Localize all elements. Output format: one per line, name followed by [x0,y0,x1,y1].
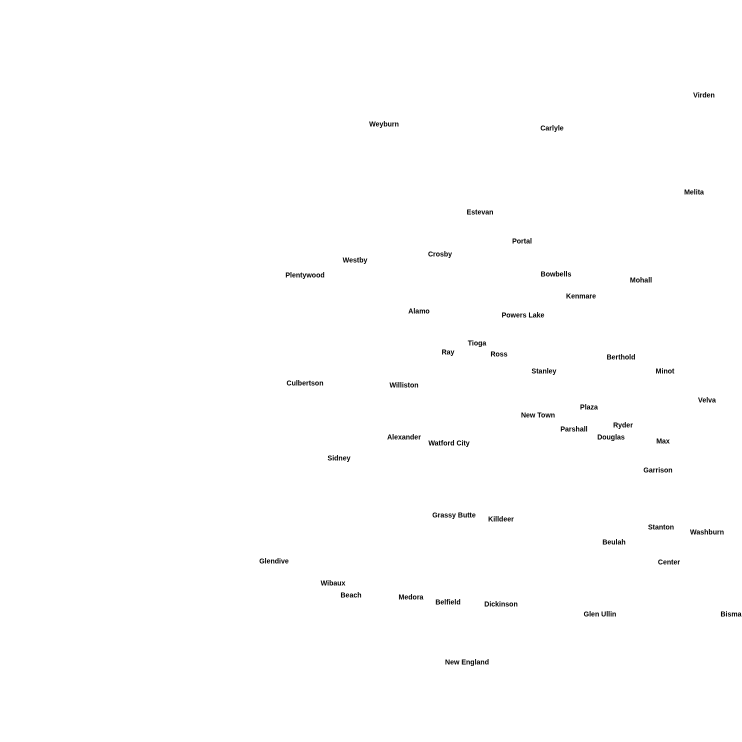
place-label-center: Center [657,559,681,567]
place-label-culbertson: Culbertson [286,380,324,388]
place-label-new-england: New England [445,659,489,667]
place-label-killdeer: Killdeer [488,516,514,524]
place-label-williston: Williston [389,382,419,390]
place-label-beulah: Beulah [602,539,626,547]
place-label-stanley: Stanley [531,368,557,376]
place-label-mohall: Mohall [629,277,653,285]
place-label-garrison: Garrison [643,467,673,475]
place-label-bowbells: Bowbells [540,271,572,279]
place-label-minot: Minot [655,368,675,376]
place-label-westby: Westby [342,257,368,265]
place-label-parshall: Parshall [560,426,588,434]
place-label-douglas: Douglas [597,434,625,442]
place-label-max: Max [656,438,670,446]
place-label-tioga: Tioga [467,340,487,348]
place-label-stanton: Stanton [647,524,675,532]
place-label-plaza: Plaza [580,404,598,412]
place-label-estevan: Estevan [466,209,494,217]
place-label-beach: Beach [340,592,362,600]
place-label-virden: Virden [693,92,715,100]
place-label-dickinson: Dickinson [484,601,518,609]
place-label-ray: Ray [441,349,455,357]
place-label-medora: Medora [398,594,424,602]
place-label-watford-city: Watford City [428,440,470,448]
place-label-berthold: Berthold [606,354,636,362]
place-label-alamo: Alamo [408,308,430,316]
place-label-bisma: Bisma [720,611,742,619]
place-label-washburn: Washburn [690,529,724,537]
place-label-crosby: Crosby [427,251,453,259]
place-label-melita: Melita [684,189,704,197]
place-label-portal: Portal [512,238,532,246]
place-label-velva: Velva [698,397,716,405]
place-label-belfield: Belfield [435,599,461,607]
place-label-alexander: Alexander [387,434,421,442]
place-label-grassy-butte: Grassy Butte [432,512,476,520]
place-label-ross: Ross [490,351,508,359]
place-label-new-town: New Town [520,412,556,420]
place-label-sidney: Sidney [327,455,351,463]
place-label-powers-lake: Powers Lake [501,312,545,320]
place-label-weyburn: Weyburn [369,121,399,129]
place-label-plentywood: Plentywood [285,272,325,280]
place-label-glen-ullin: Glen Ullin [583,611,617,619]
place-label-wibaux: Wibaux [320,580,346,588]
place-label-kenmare: Kenmare [566,293,596,301]
place-label-ryder: Ryder [613,422,633,430]
place-label-glendive: Glendive [259,558,289,566]
place-label-carlyle: Carlyle [540,125,564,133]
